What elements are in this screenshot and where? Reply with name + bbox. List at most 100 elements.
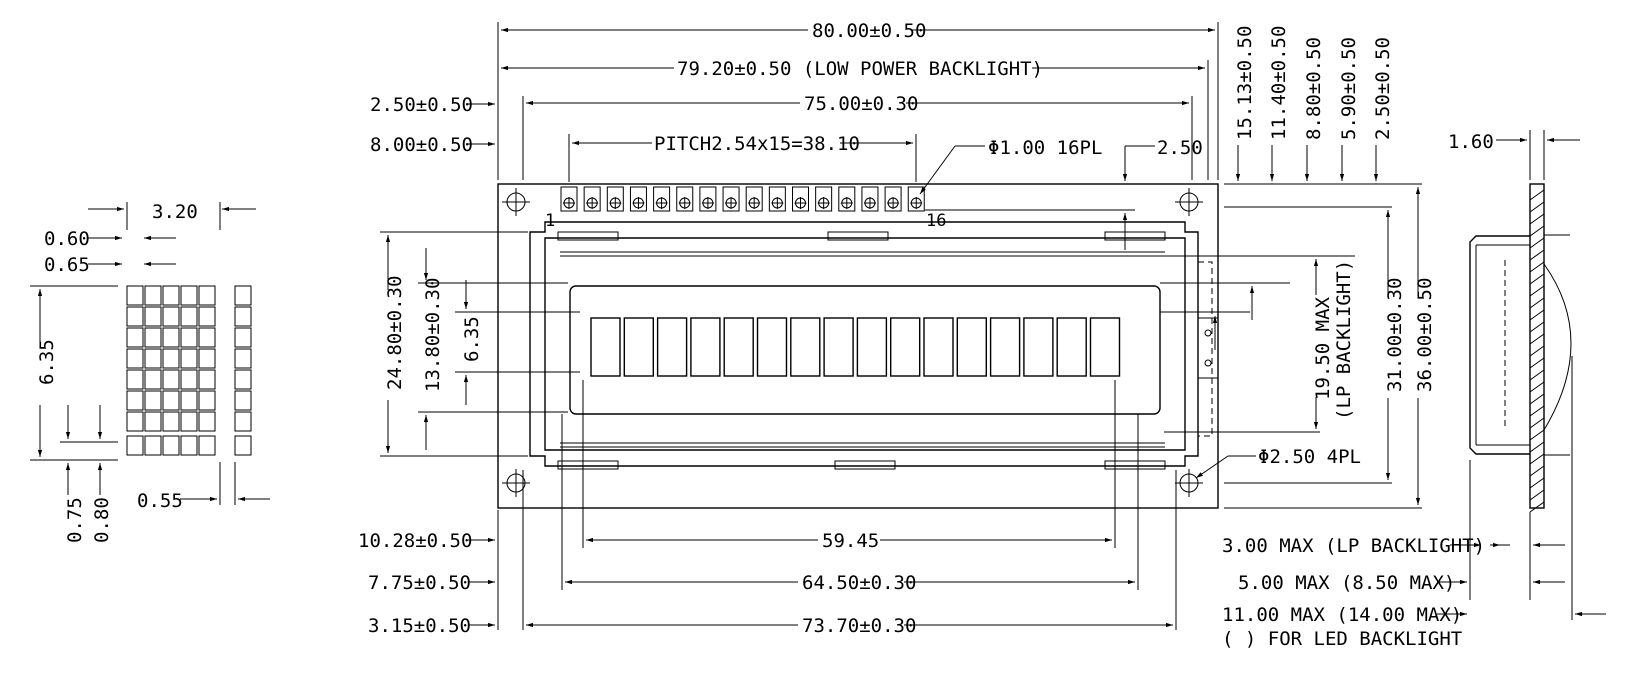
pin-pad <box>861 186 879 212</box>
bezel-tab <box>1104 460 1166 470</box>
connector-pin <box>1204 329 1212 337</box>
dim-8-80: 8.80±0.50 <box>1303 37 1325 140</box>
mount-hole-bl <box>502 469 530 497</box>
bezel-tab <box>557 231 619 241</box>
hatch-line <box>1529 477 1545 489</box>
pin-pad <box>560 186 578 212</box>
dim-0-75: 0.75 <box>64 497 86 543</box>
dim-left-8-00: 8.00±0.50 <box>370 134 473 156</box>
char-dot <box>180 435 198 456</box>
hatch-line <box>1529 225 1545 237</box>
hatch-line <box>1529 405 1545 417</box>
dim-0-65: 0.65 <box>44 254 90 276</box>
hatch-line <box>1529 189 1545 201</box>
side-bezel <box>1469 235 1530 455</box>
bezel-inner <box>544 237 1186 451</box>
lcd-cell <box>623 317 654 377</box>
char-dot <box>180 306 198 327</box>
dim-6-35-char: 6.35 <box>36 339 58 385</box>
char-dot <box>144 435 162 456</box>
char-dot <box>144 411 162 432</box>
backlight-outline <box>1198 261 1213 437</box>
char-dot-cursor <box>234 348 252 369</box>
hatch-line <box>1529 345 1545 357</box>
char-dot <box>144 327 162 348</box>
char-dot <box>162 390 180 411</box>
hatch-line <box>1529 213 1545 225</box>
dim-mount-hole: Φ2.50 4PL <box>1258 446 1361 468</box>
char-dot <box>162 411 180 432</box>
pin-pad <box>792 186 809 212</box>
lcd-cell <box>590 317 621 377</box>
char-dot <box>144 306 162 327</box>
lcd-cell <box>823 317 854 377</box>
char-dot <box>198 435 216 456</box>
dim-left-2-50: 2.50±0.50 <box>370 94 473 116</box>
char-dot <box>126 306 144 327</box>
hatch-line <box>1529 489 1545 501</box>
char-dot <box>180 285 198 306</box>
leader-arrow <box>1195 455 1229 479</box>
dim-7-75: 7.75±0.50 <box>368 572 471 594</box>
hatch-line <box>1529 417 1545 429</box>
char-dot-cursor <box>234 306 252 327</box>
pin-pad <box>629 186 647 212</box>
pin-pad <box>722 186 740 212</box>
lcd-cell <box>890 317 921 377</box>
char-dot <box>162 285 180 306</box>
dim-3-15: 3.15±0.50 <box>368 615 471 637</box>
char-dot-cursor <box>234 285 252 306</box>
char-dot <box>144 285 162 306</box>
hatch-line <box>1529 261 1545 273</box>
front-view: 1 16 80.00±0.50 79.20±0.50 (LOW POWER BA… <box>358 20 1436 637</box>
char-dot <box>126 285 144 306</box>
char-dot <box>126 435 144 456</box>
dim-1-60: 1.60 <box>1448 131 1494 153</box>
char-dot <box>144 390 162 411</box>
hatch-line <box>1529 201 1545 213</box>
viewing-area <box>569 285 1161 415</box>
side-pcb-hatch <box>1529 189 1545 513</box>
pin-header <box>560 186 925 212</box>
dim-0-60: 0.60 <box>44 228 90 250</box>
hatch-line <box>1529 453 1545 465</box>
lcd-cell <box>790 317 821 377</box>
dim-80-00: 80.00±0.50 <box>812 20 926 42</box>
hatch-line <box>1529 273 1545 285</box>
char-dot <box>144 369 162 390</box>
char-dot <box>198 327 216 348</box>
char-dot <box>180 411 198 432</box>
bezel-outline <box>529 221 1199 467</box>
dim-24-80: 24.80±0.30 <box>384 276 406 390</box>
pin-pad <box>745 186 763 212</box>
pin-16-label: 16 <box>926 211 946 231</box>
char-dot <box>198 411 216 432</box>
char-dot <box>144 348 162 369</box>
lcd-character-cells <box>590 317 1121 377</box>
pin-pad <box>606 186 624 212</box>
side-backlight-curve <box>1543 263 1572 431</box>
dim-11-40: 11.40±0.50 <box>1268 26 1290 140</box>
hatch-line <box>1529 285 1545 297</box>
char-dot <box>180 390 198 411</box>
led-note: ( ) FOR LED BACKLIGHT <box>1222 628 1462 650</box>
backlight-connector <box>1197 317 1219 379</box>
character-dot-matrix <box>126 285 252 456</box>
side-view: 1.60 3.00 MAX (LP BACKLIGHT) 5.00 MAX (8… <box>1222 130 1606 650</box>
dim-19-50: 19.50 MAX <box>1312 296 1334 400</box>
dim-5-00: 5.00 MAX (8.50 MAX) <box>1238 572 1455 594</box>
hatch-line <box>1529 309 1545 321</box>
leader-arrow <box>919 145 956 195</box>
dim-0-55: 0.55 <box>137 490 183 512</box>
dim-2-50-right: 2.50±0.50 <box>1372 37 1394 140</box>
char-dot <box>126 390 144 411</box>
lcd-cell <box>923 317 954 377</box>
char-dot <box>180 369 198 390</box>
char-dot-cursor <box>234 411 252 432</box>
dim-73-70: 73.70±0.30 <box>802 615 916 637</box>
char-dot <box>126 348 144 369</box>
char-dot-cursor <box>234 369 252 390</box>
char-dot-cursor <box>234 390 252 411</box>
mount-hole-tr <box>1175 188 1203 216</box>
